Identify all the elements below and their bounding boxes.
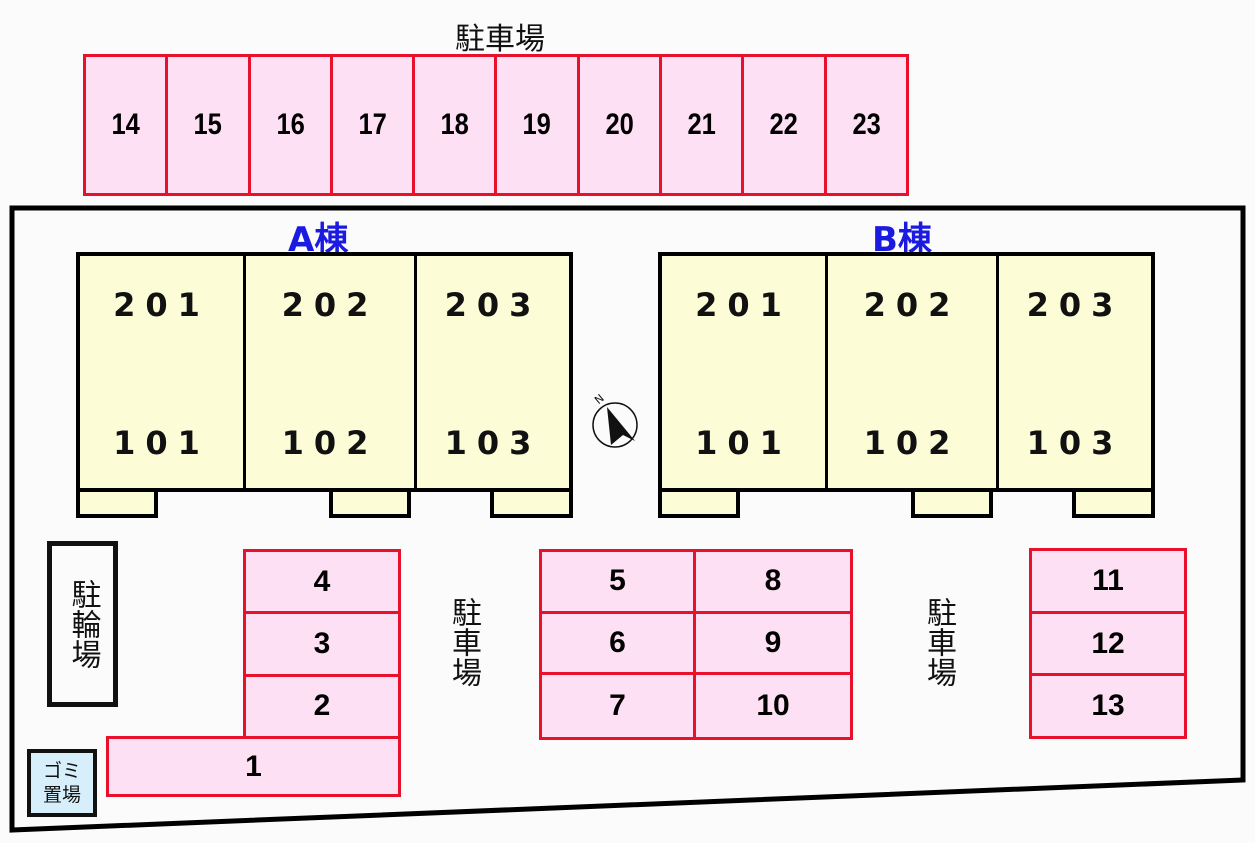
space-number: 9 (764, 625, 782, 659)
building-b: 201 101 202 102 203 103 (658, 252, 1155, 492)
parking-space-20[interactable]: 20 (580, 57, 663, 193)
parking-space-21[interactable]: 21 (662, 57, 745, 193)
room-202: 202 (281, 286, 379, 324)
svg-text:N: N (592, 392, 607, 407)
compass-north-icon: N (592, 392, 638, 448)
lot-group-right: 11 12 13 (1029, 548, 1187, 739)
space-number: 15 (193, 108, 223, 141)
top-parking-row: 14 15 16 17 18 19 20 21 22 23 (83, 54, 909, 196)
space-number: 21 (687, 108, 716, 141)
parking-space-17[interactable]: 17 (333, 57, 416, 193)
parking-space-16[interactable]: 16 (251, 57, 333, 193)
building-a: 201 101 202 102 203 103 (76, 252, 573, 492)
parking-space-1[interactable]: 1 (106, 736, 401, 797)
lot-group-center: 5 8 6 9 7 10 (539, 549, 853, 740)
bicycle-parking-label: 駐輪場 (65, 579, 101, 669)
parking-space-14[interactable]: 14 (86, 57, 169, 193)
space-number: 4 (313, 564, 331, 598)
room-101: 101 (695, 424, 792, 462)
space-number: 1 (245, 749, 262, 783)
garbage-label-2: 置場 (42, 784, 81, 806)
balcony-a-1 (76, 488, 158, 518)
space-number: 10 (756, 689, 790, 723)
balcony-b-1 (658, 488, 740, 518)
unit-b-1[interactable]: 201 101 (662, 256, 828, 488)
space-number: 3 (313, 626, 331, 660)
room-102: 102 (281, 424, 379, 462)
parking-space-23[interactable]: 23 (827, 57, 906, 193)
space-number: 16 (276, 108, 305, 141)
room-203: 203 (444, 286, 542, 324)
parking-space-13[interactable]: 13 (1032, 676, 1184, 736)
parking-space-7[interactable]: 7 (542, 675, 696, 737)
room-103: 103 (1026, 424, 1124, 462)
space-number: 22 (769, 108, 799, 141)
unit-a-3[interactable]: 203 103 (417, 256, 569, 488)
space-number: 8 (764, 564, 782, 598)
space-number: 23 (852, 108, 881, 141)
unit-b-2[interactable]: 202 102 (828, 256, 999, 488)
space-number: 5 (609, 564, 626, 598)
parking-space-22[interactable]: 22 (744, 57, 827, 193)
garbage-label-1: ゴミ (42, 760, 81, 782)
parking-space-8[interactable]: 8 (696, 552, 850, 614)
room-103: 103 (444, 424, 542, 462)
space-number: 19 (522, 108, 552, 141)
space-number: 12 (1091, 626, 1125, 660)
balcony-a-3 (490, 488, 573, 518)
room-202: 202 (863, 286, 961, 324)
parking-space-19[interactable]: 19 (497, 57, 580, 193)
space-number: 6 (609, 625, 626, 659)
balcony-b-3 (1072, 488, 1155, 518)
parking-space-18[interactable]: 18 (415, 57, 498, 193)
parking-label-middle-right: 駐車場 (921, 597, 956, 687)
top-parking-label: 駐車場 (455, 22, 545, 57)
parking-space-9[interactable]: 9 (696, 614, 850, 676)
parking-space-12[interactable]: 12 (1032, 614, 1184, 677)
room-203: 203 (1026, 286, 1124, 324)
space-number: 7 (609, 689, 626, 723)
bicycle-parking: 駐輪場 (47, 541, 118, 707)
space-number: 11 (1092, 563, 1124, 597)
room-201: 201 (113, 286, 210, 324)
unit-a-1[interactable]: 201 101 (80, 256, 246, 488)
space-number: 13 (1091, 689, 1125, 723)
space-number: 20 (605, 108, 634, 141)
room-201: 201 (695, 286, 792, 324)
unit-b-3[interactable]: 203 103 (999, 256, 1151, 488)
parking-space-10[interactable]: 10 (696, 675, 850, 737)
space-number: 14 (111, 108, 140, 141)
parking-space-4[interactable]: 4 (246, 552, 398, 615)
balcony-a-2 (329, 488, 411, 518)
lot-group-left: 4 3 2 (243, 549, 401, 739)
parking-space-15[interactable]: 15 (168, 57, 251, 193)
room-101: 101 (113, 424, 210, 462)
parking-space-2[interactable]: 2 (246, 677, 398, 736)
space-number: 2 (313, 689, 331, 723)
parking-space-11[interactable]: 11 (1032, 551, 1184, 614)
parking-space-5[interactable]: 5 (542, 552, 696, 614)
room-102: 102 (863, 424, 961, 462)
garbage-area: ゴミ 置場 (27, 749, 97, 817)
parking-space-6[interactable]: 6 (542, 613, 696, 676)
space-number: 18 (440, 108, 470, 141)
balcony-b-2 (911, 488, 993, 518)
space-number: 17 (358, 108, 387, 141)
parking-label-middle-left: 駐車場 (446, 597, 481, 687)
parking-space-3[interactable]: 3 (246, 614, 398, 677)
unit-a-2[interactable]: 202 102 (246, 256, 417, 488)
